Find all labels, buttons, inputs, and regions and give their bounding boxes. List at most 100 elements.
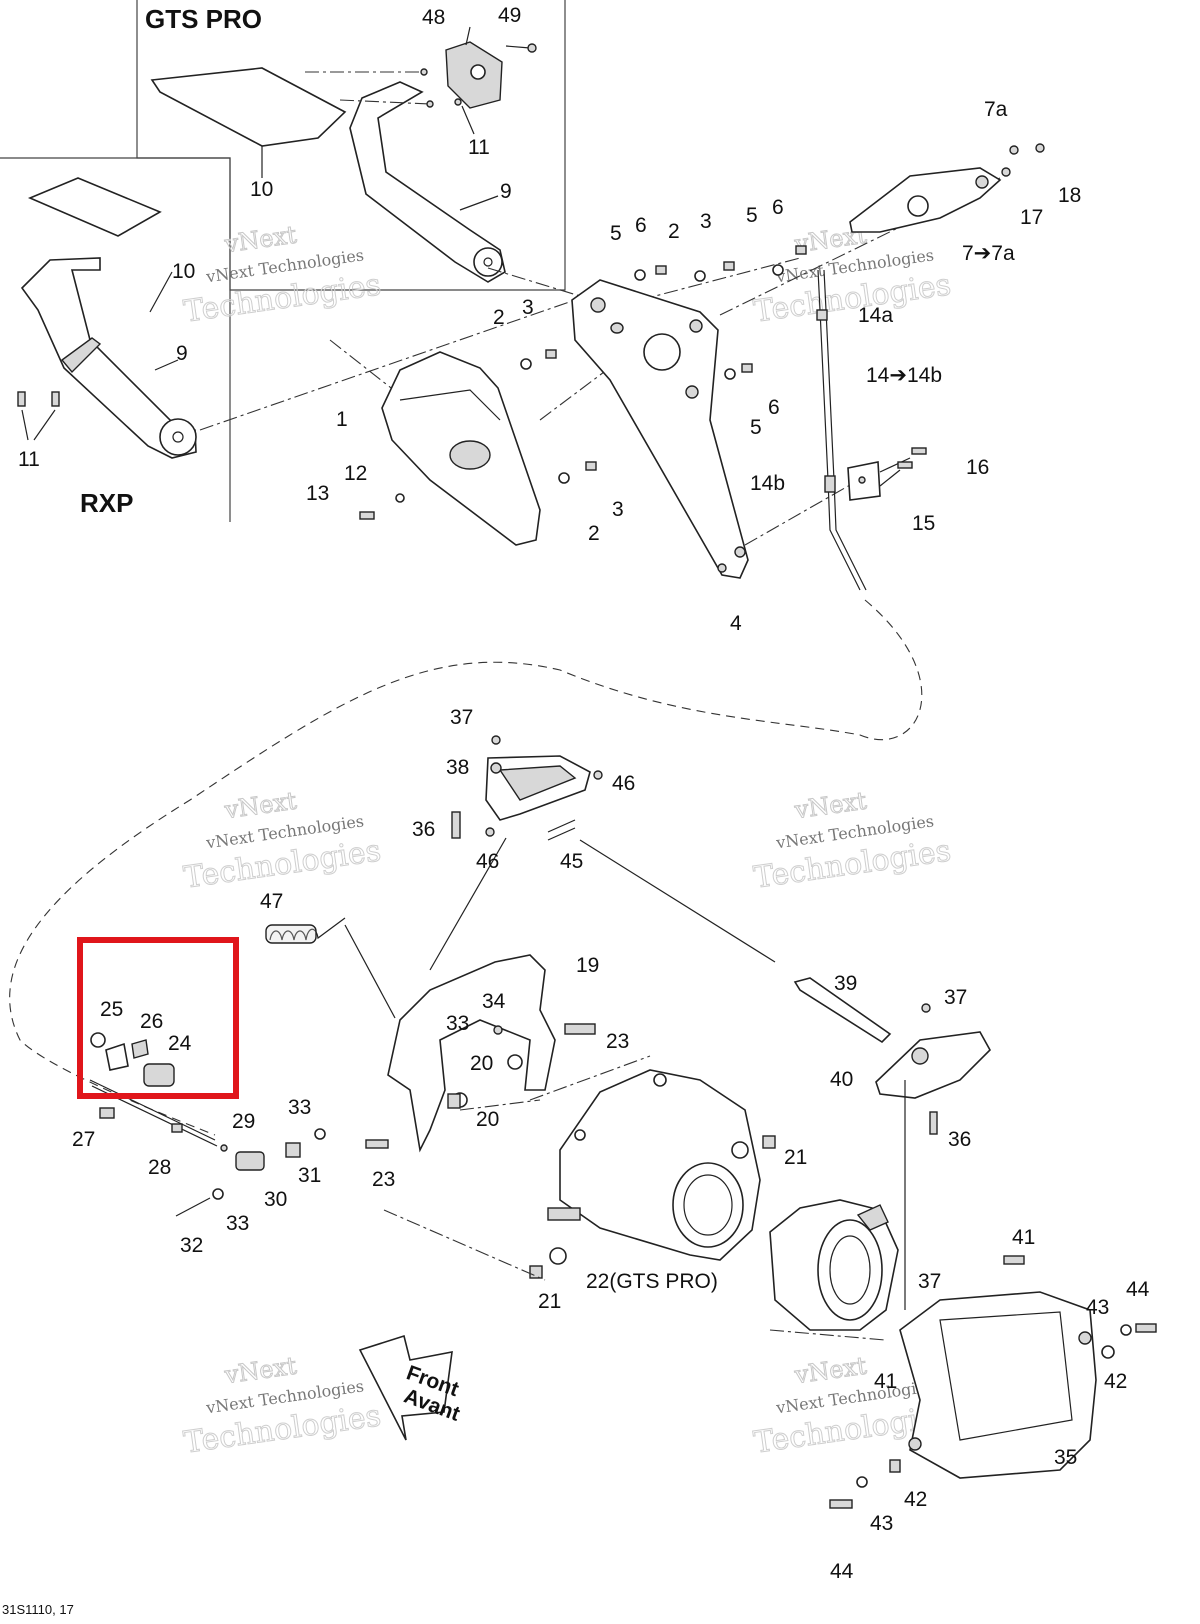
deflector-35 [899,1291,1097,1479]
bracket-48 [445,41,503,109]
callout: 9 [500,180,512,203]
callout: 45 [560,850,583,873]
callout: 43 [870,1512,893,1535]
rxp-inset: RXP [0,157,231,522]
callout: 33 [288,1096,311,1119]
support-plate-4 [571,279,749,579]
callout: 36 [948,1128,971,1151]
callout: 5 [750,416,762,439]
svg-text:vNext: vNext [222,1352,298,1390]
watermark-5: vNext vNext Technologies Technologies [181,1351,383,1461]
callout: 40 [830,1068,853,1091]
trim-tab-plate-rxp [27,177,162,237]
callout: 17 [1020,206,1043,229]
gts-leader-lines [261,26,537,211]
callout: 39 [834,972,857,995]
callout: 12 [344,462,367,485]
callout: 23 [606,1030,629,1053]
cable-route [9,599,923,1136]
callout-labels: 48 49 11 10 9 10 9 11 7a 18 17 7➔7a 5 6 … [18,4,1150,1583]
callout: 16 [966,456,989,479]
callout: 14➔14b [866,364,942,387]
callout: 33 [446,1012,469,1035]
callout: 4 [730,612,742,635]
callout: 42 [1104,1370,1127,1393]
callout: 41 [874,1370,897,1393]
callout: 34 [482,990,506,1013]
callout: 33 [226,1212,249,1235]
nozzle [769,1199,899,1331]
callout: 2 [668,220,680,243]
highlight-box [77,937,239,1099]
cover-1 [381,351,541,546]
callout: 41 [1012,1226,1035,1249]
callout: 18 [1058,184,1081,207]
rxp-title: RXP [80,488,133,518]
callout: 42 [904,1488,927,1511]
callout: 26 [140,1010,163,1033]
callout: 37 [944,986,967,1009]
callout: 15 [912,512,935,535]
svg-text:vNext: vNext [792,1352,868,1390]
callout: 3 [700,210,712,233]
callout: 44 [1126,1278,1150,1301]
venturi-housing [547,1069,761,1261]
callout: 22(GTS PRO) [586,1270,718,1293]
callout: 23 [372,1168,395,1191]
callout: 1 [336,408,348,431]
callout: 6 [635,214,647,237]
callout: 5 [610,222,622,245]
callout: 11 [18,448,40,471]
lower-dashdot-lines [383,1055,886,1341]
bushing-group-24-26 [90,1032,175,1087]
callout: 7a [984,98,1008,121]
callout: 14b [750,472,785,495]
callout: 2 [588,522,600,545]
callout: 19 [576,954,599,977]
callout: 47 [260,890,283,913]
callout: 24 [168,1032,192,1055]
callout: 30 [264,1188,287,1211]
callout: 44 [830,1560,854,1583]
callout: 37 [450,706,473,729]
bushings-and-hardware-lower [89,1079,1157,1509]
small-hardware-upper [359,143,1045,520]
callout: 37 [918,1270,941,1293]
lever-arm-9-rxp [17,257,197,459]
link-rod-39 [579,839,892,1044]
svg-text:vNext: vNext [222,221,298,259]
callout: 2 [493,306,505,329]
callout: 46 [476,850,499,873]
lever-7 [849,167,1002,233]
callout: 27 [72,1128,95,1151]
bracket-40 [875,1003,991,1310]
watermark-1: vNext vNext Technologies Technologies [181,220,383,330]
callout: 14a [858,304,893,327]
callout: 31 [298,1164,321,1187]
spring-47 [265,917,396,1019]
callout: 3 [522,296,534,319]
cable-14 [816,269,927,591]
callout: 20 [470,1052,493,1075]
watermark-3: vNext vNext Technologies Technologies [181,786,383,896]
trim-tab-plate-gts [150,67,347,150]
callout: 32 [180,1234,203,1257]
callout: 25 [100,998,123,1021]
bracket-38 [451,735,603,841]
callout: 48 [422,6,445,29]
callout: 6 [772,196,784,219]
callout: 3 [612,498,624,521]
callout: 35 [1054,1446,1077,1469]
svg-text:vNext: vNext [222,787,298,825]
svg-text:vNext: vNext [792,787,868,825]
callout: 46 [612,772,635,795]
callout: 43 [1086,1296,1109,1319]
callout: 9 [176,342,188,365]
lever-arm-9-gts [349,81,506,283]
callout: 10 [172,260,195,283]
watermark-4: vNext vNext Technologies Technologies [751,786,953,896]
callout: 6 [768,396,780,419]
callout: 21 [538,1290,561,1313]
